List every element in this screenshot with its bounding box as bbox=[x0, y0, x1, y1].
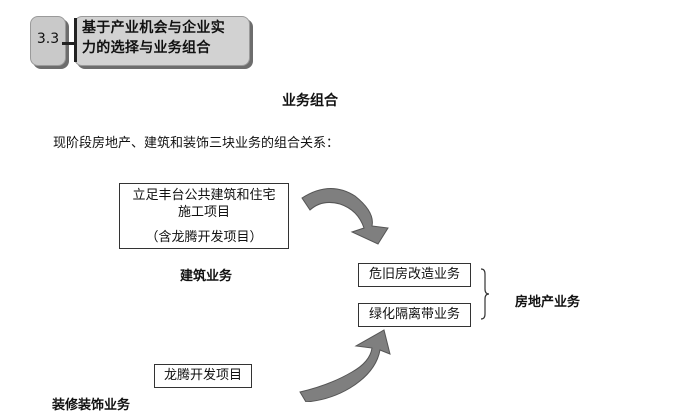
construction-project-box: 立足丰台公共建筑和住宅 施工项目 （含龙腾开发项目） bbox=[119, 183, 289, 249]
section-title-bar bbox=[74, 18, 77, 62]
intro-text: 现阶段房地产、建筑和装饰三块业务的组合关系： bbox=[53, 136, 340, 151]
estate-item-renovation: 危旧房改造业务 bbox=[358, 263, 471, 287]
section-title-line2: 力的选择与业务组合 bbox=[82, 40, 211, 56]
section-connector bbox=[62, 42, 74, 45]
real-estate-business-label: 房地产业务 bbox=[515, 295, 581, 310]
construction-business-label: 建筑业务 bbox=[180, 269, 233, 284]
construction-box-line2: 施工项目 bbox=[177, 205, 230, 220]
longteng-project-box: 龙腾开发项目 bbox=[154, 364, 252, 388]
decoration-business-label: 装修装饰业务 bbox=[52, 398, 131, 413]
curved-arrow-decoration-to-estate bbox=[299, 329, 391, 402]
section-title-line1: 基于产业机会与企业实 bbox=[82, 20, 225, 36]
section-title-box bbox=[74, 16, 250, 66]
page-heading: 业务组合 bbox=[282, 93, 338, 109]
section-title: 基于产业机会与企业实 力的选择与业务组合 bbox=[82, 18, 248, 58]
flow-arrows bbox=[299, 188, 391, 402]
estate-item-greenbelt: 绿化隔离带业务 bbox=[358, 303, 471, 327]
curved-arrow-construction-to-estate bbox=[301, 188, 389, 245]
construction-box-line1: 立足丰台公共建筑和住宅 bbox=[132, 188, 276, 203]
right-brace-icon bbox=[480, 268, 490, 320]
section-number: 3.3 bbox=[30, 16, 66, 66]
construction-box-line3: （含龙腾开发项目） bbox=[145, 230, 263, 245]
